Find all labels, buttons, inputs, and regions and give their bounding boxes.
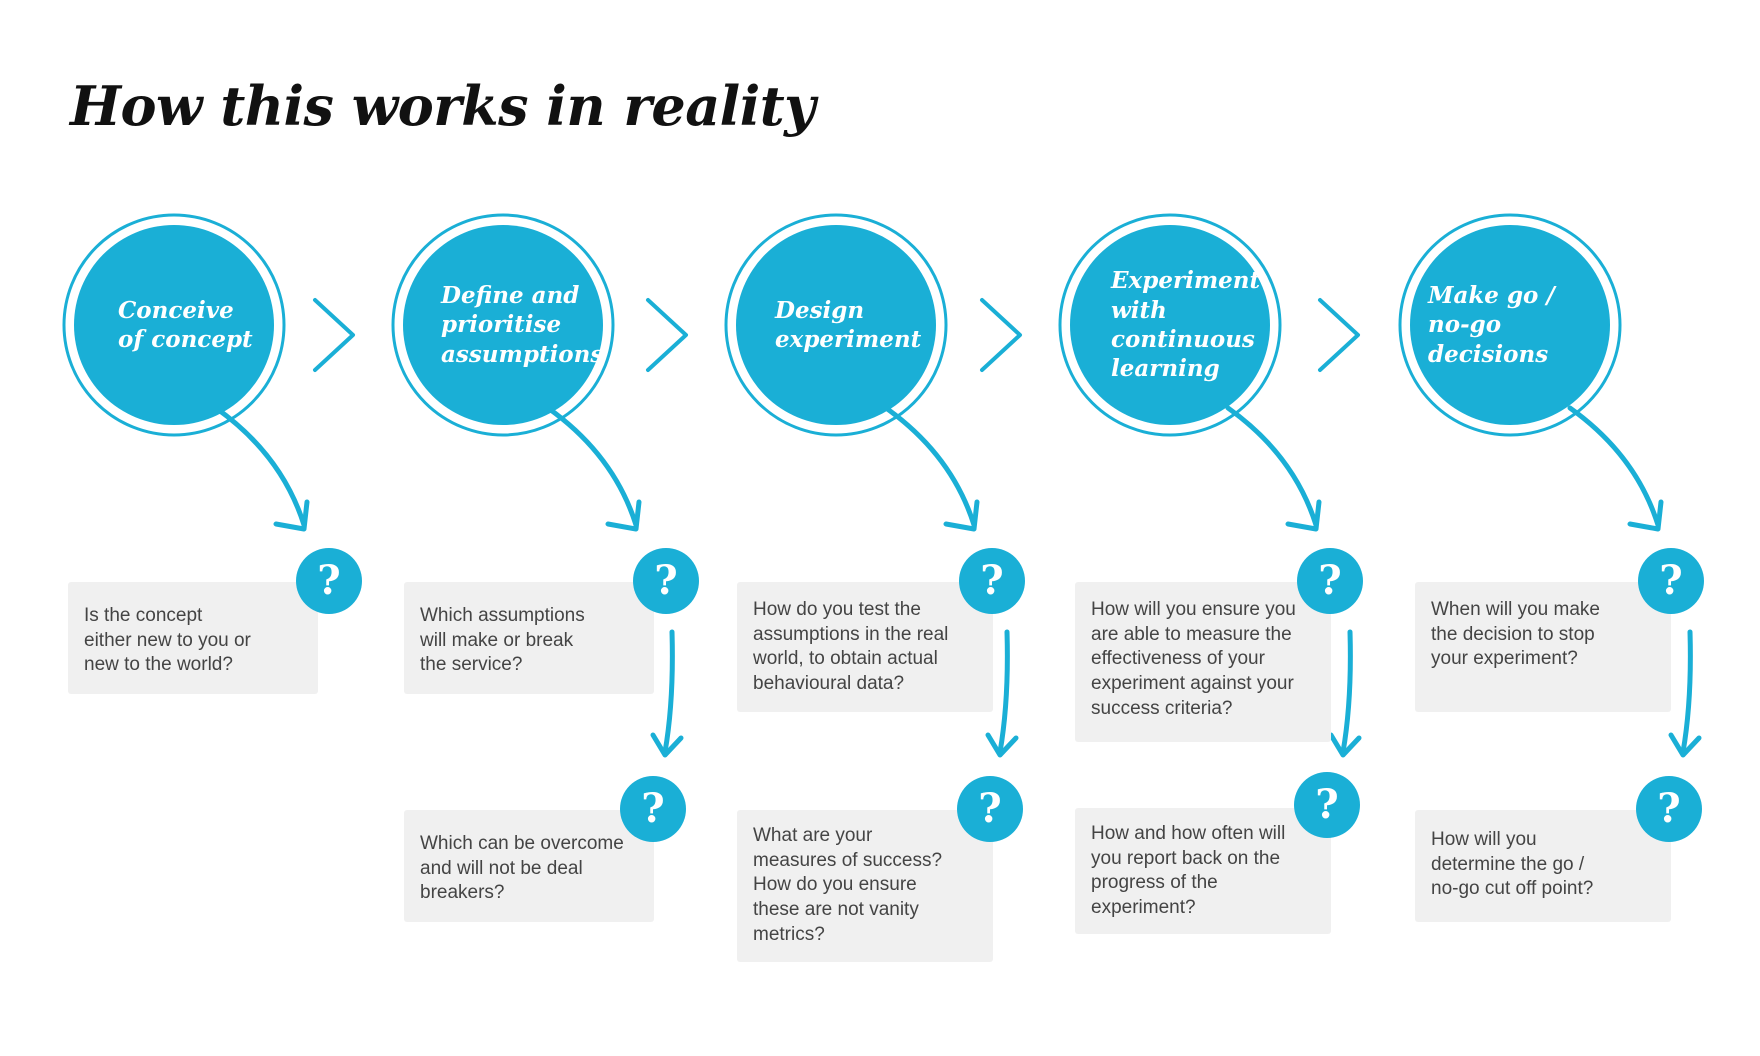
- question-icon: ?: [1636, 776, 1702, 842]
- stage-4-question-1: How will you ensure you are able to meas…: [1075, 582, 1331, 742]
- stage-2-question-2: Which can be overcome and will not be de…: [404, 810, 654, 922]
- stage-2-down-arrow: [662, 629, 675, 755]
- stage-3-connector-arrowhead: [943, 499, 980, 532]
- question-icon: ?: [296, 548, 362, 614]
- stage-4-outer-ring: [1058, 213, 1282, 437]
- stage-5-circle: [1410, 225, 1610, 425]
- stage-5-connector-arrowhead: [1627, 499, 1664, 532]
- stage-1-label: Conceive of concept: [118, 296, 253, 353]
- page-title: How this works in reality: [70, 74, 816, 138]
- question-icon: ?: [957, 776, 1023, 842]
- stage-1-circle: [74, 225, 274, 425]
- stage-4-question-2: How and how often will you report back o…: [1075, 808, 1331, 934]
- stage-5-connector-arrow: [1567, 405, 1661, 528]
- stage-4-down-arrow: [1340, 629, 1353, 755]
- stage-1-question-1: Is the concept either new to you or new …: [68, 582, 318, 694]
- stage-2-outer-ring: [391, 213, 615, 437]
- stage-3-down-arrowhead: [985, 732, 1019, 758]
- chevron-right-icon: [980, 298, 1022, 372]
- stage-5-outer-ring: [1398, 213, 1622, 437]
- stage-3-label: Design experiment: [775, 296, 922, 353]
- stage-3-circle: [736, 225, 936, 425]
- stage-4-connector-arrowhead: [1285, 499, 1322, 532]
- stage-2-down-arrowhead: [650, 732, 684, 758]
- stage-1: [62, 213, 310, 532]
- chevron-right-icon: [313, 298, 355, 372]
- stage-5-label: Make go / no-go decisions: [1428, 281, 1555, 368]
- stage-3-down-arrow: [997, 629, 1010, 755]
- stage-2: [391, 213, 684, 758]
- stage-1-connector-arrowhead: [273, 499, 310, 532]
- stage-4-label: Experiment with continuous learning: [1111, 267, 1261, 383]
- stage-5-down-arrow: [1680, 629, 1693, 755]
- stage-3-connector-arrow: [883, 405, 977, 528]
- stage-3: [724, 213, 1019, 758]
- stage-2-question-1: Which assumptions will make or break the…: [404, 582, 654, 694]
- question-icon: ?: [633, 548, 699, 614]
- question-icon: ?: [1294, 772, 1360, 838]
- stage-3-outer-ring: [724, 213, 948, 437]
- stage-5-question-1: When will you make the decision to stop …: [1415, 582, 1671, 712]
- stage-3-question-1: How do you test the assumptions in the r…: [737, 582, 993, 712]
- stage-4-down-arrowhead: [1328, 732, 1362, 758]
- stage-2-circle: [403, 225, 603, 425]
- question-icon: ?: [1638, 548, 1704, 614]
- stage-5-down-arrowhead: [1668, 732, 1702, 758]
- question-icon: ?: [1297, 548, 1363, 614]
- stage-2-connector-arrow: [545, 405, 639, 528]
- question-icon: ?: [620, 776, 686, 842]
- stage-5: [1398, 213, 1702, 758]
- chevron-right-icon: [1318, 298, 1360, 372]
- stage-3-question-2: What are your measures of success? How d…: [737, 810, 993, 962]
- stage-1-outer-ring: [62, 213, 286, 437]
- stage-1-connector-arrow: [213, 405, 307, 528]
- question-icon: ?: [959, 548, 1025, 614]
- stage-5-question-2: How will you determine the go / no-go cu…: [1415, 810, 1671, 922]
- chevron-right-icon: [646, 298, 688, 372]
- stage-4: [1058, 213, 1362, 758]
- stage-4-circle: [1070, 225, 1270, 425]
- stage-2-label: Define and prioritise assumptions: [441, 281, 604, 368]
- stage-4-connector-arrow: [1225, 405, 1319, 528]
- stage-2-connector-arrowhead: [605, 499, 642, 532]
